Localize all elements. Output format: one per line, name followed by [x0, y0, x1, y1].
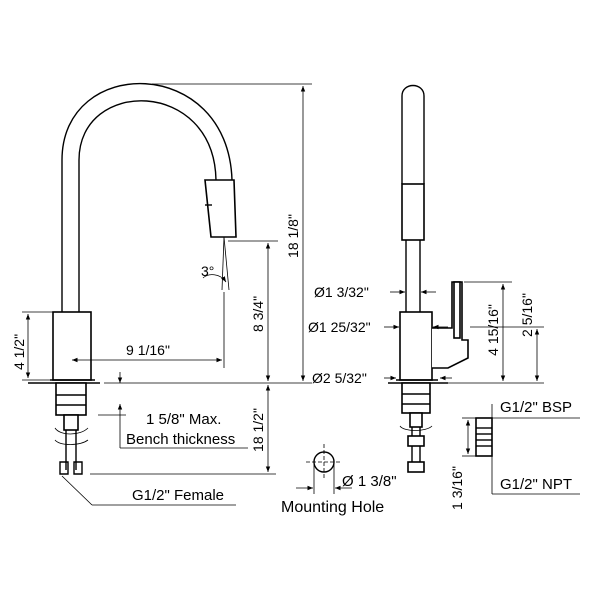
dim-reach: 9 1/16": [126, 342, 170, 358]
faucet-side-view: [388, 84, 469, 473]
right-dimensions: [384, 281, 544, 384]
dim-hose-length: 18 1/2": [250, 408, 266, 452]
faucet-front-view: [28, 83, 237, 475]
dim-d3: Ø2 5/32": [312, 370, 367, 386]
dim-d2: Ø1 25/32": [308, 319, 371, 335]
dim-bench: 1 5/8" Max.: [146, 411, 221, 428]
dim-d1: Ø1 3/32": [314, 284, 369, 300]
dim-spray-height: 8 3/4": [250, 296, 266, 332]
dim-handle-sub: 2 5/16": [519, 293, 535, 337]
mounting-hole-view: [296, 444, 352, 494]
dim-bench-label: Bench thickness: [126, 431, 235, 448]
left-dimensions: [22, 83, 312, 506]
dim-angle: 3°: [201, 263, 214, 279]
dim-handle-height: 4 15/16": [485, 304, 501, 356]
label-npt: G1/2" NPT: [500, 476, 572, 493]
connector-view: [462, 404, 580, 495]
label-bsp: G1/2" BSP: [500, 399, 572, 416]
dim-connector-length: 1 3/16": [449, 466, 465, 510]
dim-total-height: 18 1/8": [285, 214, 301, 258]
dim-hole-diameter: Ø 1 3/8": [342, 473, 397, 490]
label-female: G1/2" Female: [132, 487, 224, 504]
dim-base-height: 4 1/2": [11, 334, 27, 370]
label-mounting-hole: Mounting Hole: [281, 499, 384, 516]
